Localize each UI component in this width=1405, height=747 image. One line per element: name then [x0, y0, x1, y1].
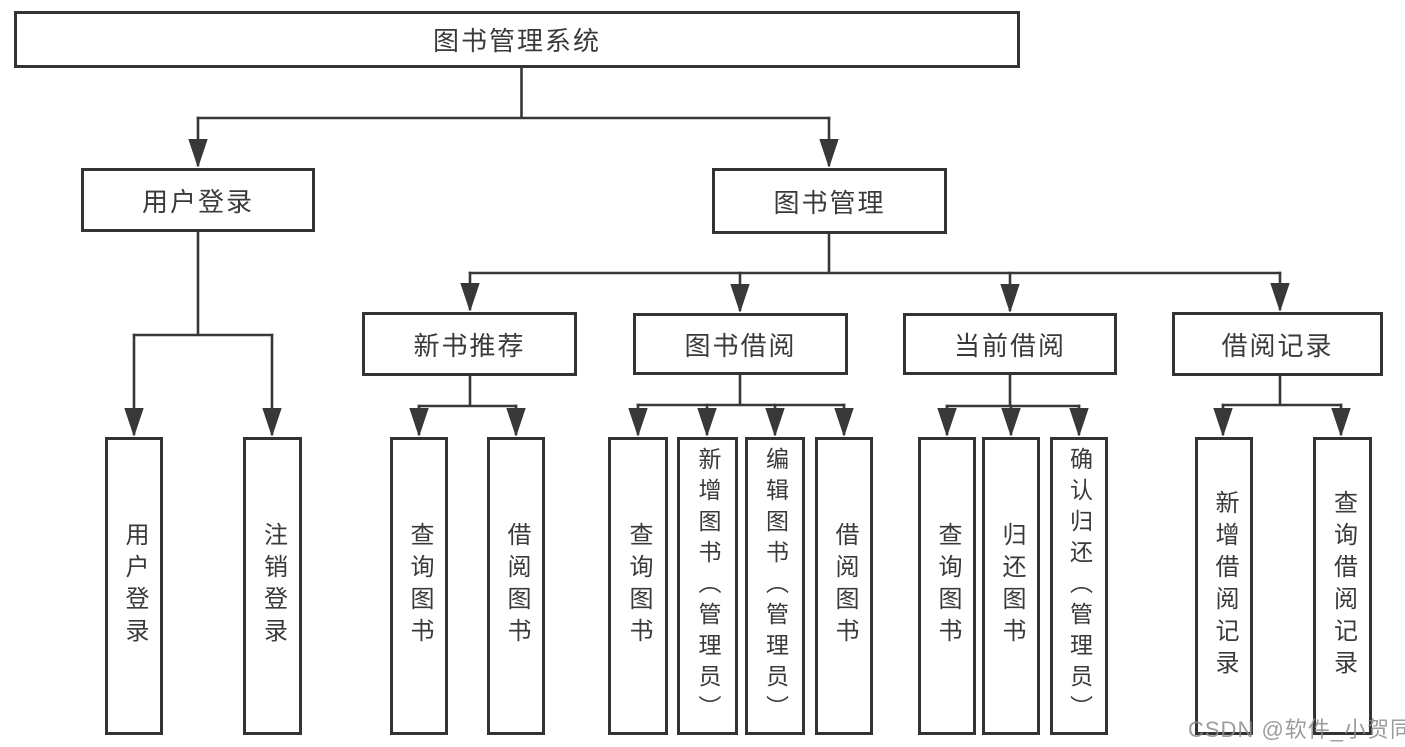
leaf-record-query-borrow-record: 查询借阅记录 — [1313, 437, 1372, 735]
edge-root-split — [196, 68, 831, 120]
node-user-login: 用户登录 — [81, 168, 315, 232]
leaf-borrow-add-books-admin: 新增图书（管理员） — [677, 437, 738, 735]
node-user-login-label: 用户登录 — [141, 186, 254, 217]
node-book-borrow: 图书借阅 — [633, 313, 848, 375]
node-root-label: 图书管理系统 — [432, 26, 601, 56]
leaf-newbook-borrow-books-label: 借阅图书 — [503, 522, 530, 650]
edge-current-borrow-split — [945, 375, 1081, 408]
node-new-book-recommend-label: 新书推荐 — [413, 330, 526, 361]
leaf-record-query-borrow-record-label: 查询借阅记录 — [1329, 490, 1357, 682]
leaf-borrow-borrow-books: 借阅图书 — [815, 437, 873, 735]
edge-borrow-record-split — [1221, 376, 1343, 407]
leaf-current-query-books-label: 查询图书 — [934, 522, 961, 650]
leaf-current-return-books-label: 归还图书 — [998, 522, 1025, 650]
leaf-borrow-edit-books-admin: 编辑图书（管理员） — [745, 437, 805, 735]
node-book-borrow-label: 图书借阅 — [684, 330, 797, 361]
leaf-current-return-books: 归还图书 — [982, 437, 1040, 735]
leaf-user-login: 用户登录 — [105, 437, 163, 735]
node-current-borrow-label: 当前借阅 — [953, 330, 1066, 361]
leaf-newbook-query-books-label: 查询图书 — [406, 522, 433, 650]
leaf-newbook-borrow-books: 借阅图书 — [487, 437, 545, 735]
edge-user-login-split — [132, 232, 274, 337]
leaf-record-add-borrow-record-label: 新增借阅记录 — [1211, 490, 1238, 682]
node-current-borrow: 当前借阅 — [903, 313, 1117, 375]
leaf-borrow-query-books-label: 查询图书 — [625, 522, 652, 650]
leaf-record-add-borrow-record: 新增借阅记录 — [1195, 437, 1253, 735]
node-book-management-label: 图书管理 — [773, 187, 886, 218]
node-root-system: 图书管理系统 — [14, 11, 1020, 68]
edge-new-book-split — [417, 376, 518, 408]
node-new-book-recommend: 新书推荐 — [362, 312, 577, 376]
leaf-user-login-label: 用户登录 — [121, 522, 148, 650]
leaf-newbook-query-books: 查询图书 — [390, 437, 448, 735]
leaf-logout-label: 注销登录 — [259, 522, 287, 650]
leaf-borrow-borrow-books-label: 借阅图书 — [831, 522, 858, 650]
leaf-borrow-query-books: 查询图书 — [608, 437, 668, 735]
leaf-current-confirm-return-admin: 确认归还（管理员） — [1050, 437, 1108, 735]
leaf-borrow-edit-books-admin-label: 编辑图书（管理员） — [762, 446, 789, 726]
node-borrow-record-label: 借阅记录 — [1221, 330, 1334, 361]
leaf-current-confirm-return-admin-label: 确认归还（管理员） — [1066, 446, 1093, 726]
leaf-borrow-add-books-admin-label: 新增图书（管理员） — [695, 446, 721, 726]
leaf-current-query-books: 查询图书 — [918, 437, 976, 735]
edge-book-borrow-split — [636, 375, 846, 407]
node-borrow-record: 借阅记录 — [1172, 312, 1383, 376]
csdn-watermark: CSDN @软件_小贺同学 — [1188, 717, 1405, 742]
edge-book-mgmt-split — [468, 234, 1282, 275]
node-book-management: 图书管理 — [712, 168, 947, 234]
leaf-logout: 注销登录 — [243, 437, 302, 735]
